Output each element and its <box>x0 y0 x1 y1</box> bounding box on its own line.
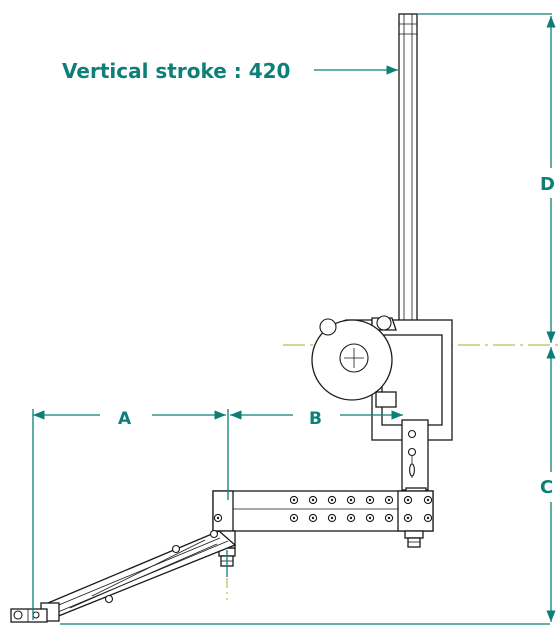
bolt-hole-center <box>368 516 372 520</box>
bolt-hole-center <box>426 498 430 502</box>
bolt-hole-center <box>311 516 315 520</box>
extension-arm <box>40 529 237 622</box>
motor-housing <box>311 315 453 441</box>
dimension-lines <box>32 13 556 625</box>
bolt-hole-center <box>311 498 315 502</box>
dimension-label-b: B <box>309 409 322 429</box>
bolt-hole-center <box>292 516 296 520</box>
bolt-hole-center <box>387 516 391 520</box>
bolt-hole-center <box>387 498 391 502</box>
bolt-hole-center <box>426 516 430 520</box>
vertical-stroke-label: Vertical stroke : 420 <box>62 59 290 83</box>
carriage-block <box>401 419 429 495</box>
bolt-hole-center <box>406 516 410 520</box>
bolt-hole-center <box>349 516 353 520</box>
dimension-label-a: A <box>118 409 132 429</box>
bolt-hole-center <box>406 498 410 502</box>
dimension-label-d: D <box>540 174 555 195</box>
bolt-hole-center <box>330 498 334 502</box>
bolt-hole-center <box>292 498 296 502</box>
horizontal-arm <box>212 490 434 567</box>
dimension-label-c: C <box>540 477 553 498</box>
bolt-hole-center <box>216 516 220 520</box>
arm-bolt-holes <box>213 495 433 523</box>
end-clamp <box>10 608 48 623</box>
bolt-hole-center <box>349 498 353 502</box>
bolt-hole-center <box>330 516 334 520</box>
bolt-hole-center <box>368 498 372 502</box>
